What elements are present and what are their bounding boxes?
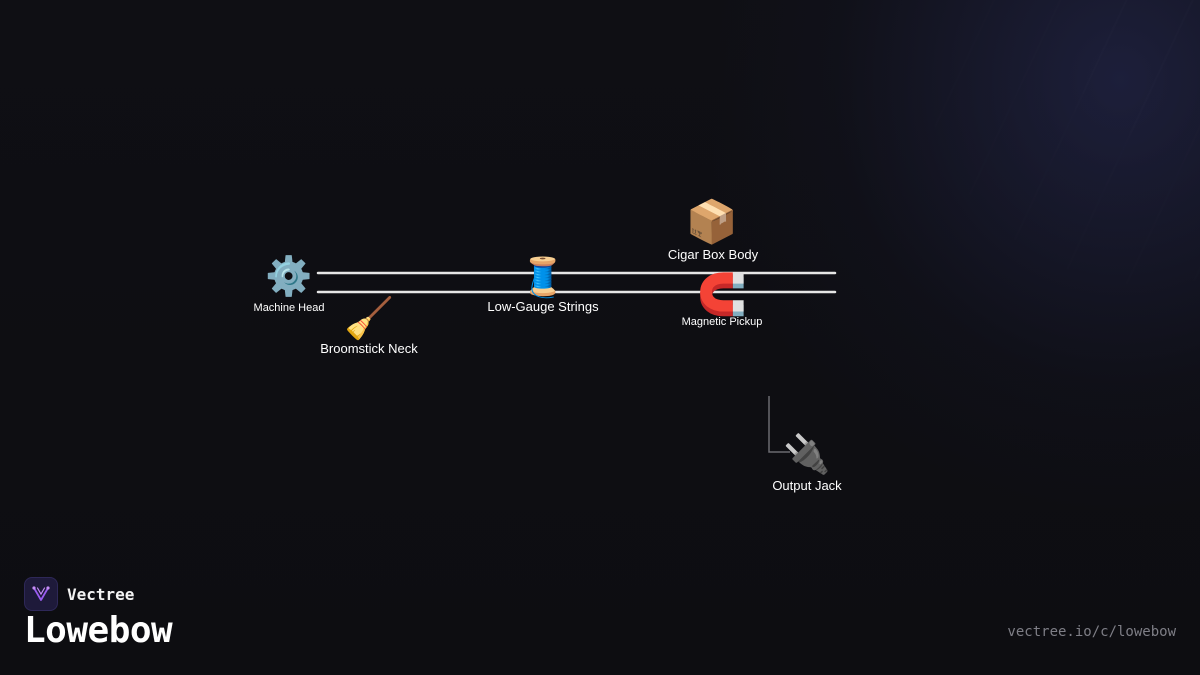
node-broomstick-neck[interactable]: 🧹 Broomstick Neck <box>320 295 418 356</box>
page-url[interactable]: vectree.io/c/lowebow <box>1007 624 1176 640</box>
node-label: Broomstick Neck <box>320 341 418 356</box>
vectree-logo-icon <box>24 577 58 611</box>
brand[interactable]: Vectree <box>24 577 134 611</box>
spool-icon: 🧵 <box>519 255 566 300</box>
node-label: Low-Gauge Strings <box>487 299 599 314</box>
gear-icon: ⚙️ <box>265 254 312 298</box>
node-magnetic-pickup[interactable]: 🧲 Magnetic Pickup <box>682 271 763 328</box>
jack-connector <box>768 396 790 453</box>
plug-icon: 🔌 <box>783 432 830 476</box>
magnet-icon: 🧲 <box>697 271 747 318</box>
node-label: Output Jack <box>772 478 842 493</box>
node-low-gauge-strings[interactable]: 🧵 Low-Gauge Strings <box>487 255 599 314</box>
package-icon: 📦 <box>686 197 738 246</box>
node-label: Machine Head <box>254 302 325 314</box>
node-label: Magnetic Pickup <box>682 316 763 328</box>
node-output-jack[interactable]: 🔌 Output Jack <box>772 432 842 493</box>
brand-name: Vectree <box>67 584 135 604</box>
broom-icon: 🧹 <box>344 295 394 342</box>
vectree-logo-mark <box>32 586 50 601</box>
node-machine-head[interactable]: ⚙️ Machine Head <box>254 254 325 314</box>
node-cigar-box-body[interactable]: 📦 Cigar Box Body <box>668 197 759 262</box>
node-label: Cigar Box Body <box>668 247 759 262</box>
page-title: Lowebow <box>24 610 173 651</box>
